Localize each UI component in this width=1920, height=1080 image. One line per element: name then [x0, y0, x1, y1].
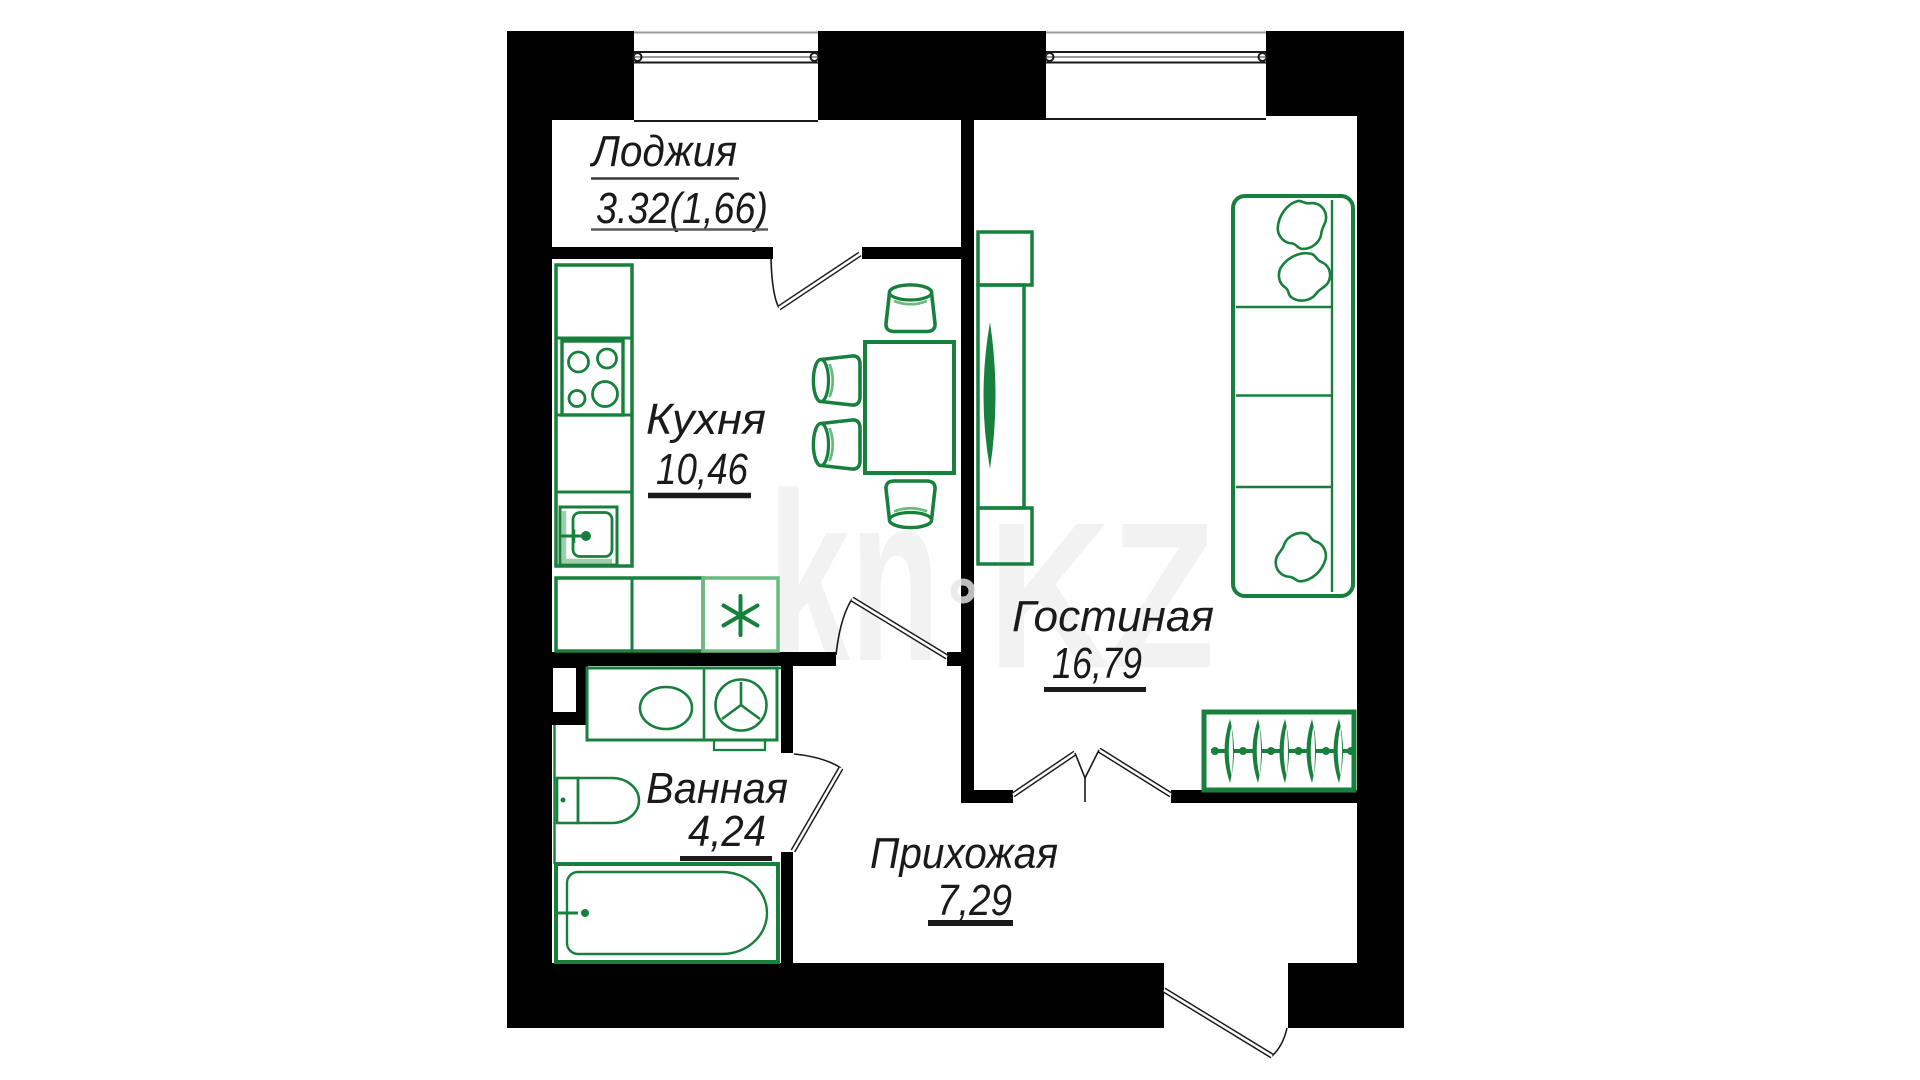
svg-text:Гостиная: Гостиная [1012, 592, 1214, 641]
svg-text:10,46: 10,46 [656, 445, 748, 494]
svg-text:7,29: 7,29 [937, 876, 1012, 925]
svg-text:Ванная: Ванная [646, 764, 788, 813]
svg-text:Прихожая: Прихожая [870, 829, 1058, 878]
svg-text:3.32(1,66): 3.32(1,66) [596, 184, 768, 233]
svg-text:Кухня: Кухня [646, 395, 766, 444]
svg-text:4,24: 4,24 [688, 807, 766, 856]
svg-text:Лоджия: Лоджия [589, 127, 737, 176]
svg-text:KZ: KZ [988, 480, 1215, 712]
svg-text:16,79: 16,79 [1052, 639, 1142, 688]
